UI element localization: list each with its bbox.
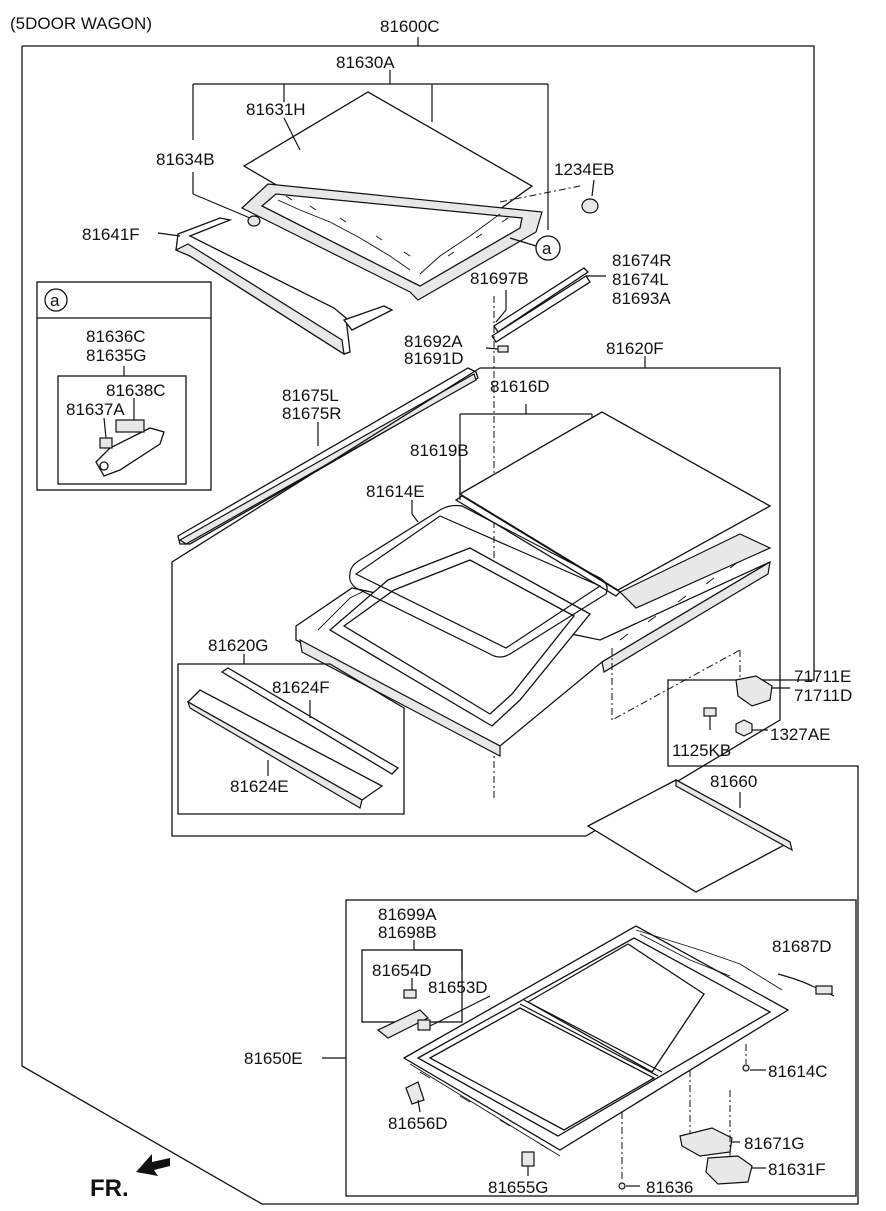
part-label-81637A[interactable]: 81637A <box>66 400 125 419</box>
part-label-1327AE[interactable]: 1327AE <box>770 725 831 744</box>
part-label-81674R[interactable]: 81674R <box>612 251 672 270</box>
part-label-81660[interactable]: 81660 <box>710 772 757 791</box>
part-label-81656D[interactable]: 81656D <box>388 1114 448 1133</box>
clip-81654D <box>403 989 417 999</box>
part-label-71711E[interactable]: 71711E <box>794 667 851 686</box>
part-label-1125KB[interactable]: 1125KB <box>672 741 731 760</box>
part-label-81697B[interactable]: 81697B <box>470 269 529 288</box>
part-label-81636[interactable]: 81636 <box>646 1178 693 1197</box>
inset-a-box <box>36 281 212 491</box>
grommet-1234EB <box>581 198 599 214</box>
screw-81636 <box>618 1182 626 1190</box>
part-label-81636C[interactable]: 81636C <box>86 327 146 346</box>
nut-1327AE <box>735 719 753 737</box>
part-label-81631H[interactable]: 81631H <box>246 100 306 119</box>
callout-a-marker: a <box>542 239 552 258</box>
inset-a-subbox <box>57 375 187 485</box>
part-label-81620G[interactable]: 81620G <box>208 636 269 655</box>
part-label-81675R[interactable]: 81675R <box>282 404 342 423</box>
part-label-81691D[interactable]: 81691D <box>404 349 464 368</box>
subassembly-outline-81620F <box>171 367 781 837</box>
part-label-81620F[interactable]: 81620F <box>606 339 664 358</box>
part-label-81600C[interactable]: 81600C <box>380 17 440 36</box>
box-81620G <box>177 663 405 815</box>
part-label-81687D[interactable]: 81687D <box>772 937 832 956</box>
clip-81638C <box>115 419 145 433</box>
clip-81692A <box>497 345 509 353</box>
part-label-81671G[interactable]: 81671G <box>744 1134 805 1153</box>
part-label-81699A[interactable]: 81699A <box>378 905 437 924</box>
cable-81687D <box>777 973 835 997</box>
front-direction-arrow-icon <box>136 1154 170 1176</box>
sunshade-81660 <box>586 779 792 893</box>
weatherstrip-81674 <box>493 267 590 333</box>
clip-81653D <box>417 1019 431 1031</box>
inset-a-marker: a <box>50 291 60 310</box>
bracket-81637A <box>95 427 165 477</box>
clip-81656D <box>405 1081 425 1105</box>
part-label-81614C[interactable]: 81614C <box>768 1062 828 1081</box>
part-label-81634B[interactable]: 81634B <box>156 150 215 169</box>
part-label-1234EB[interactable]: 1234EB <box>554 160 615 179</box>
assembly-outline-81600C <box>21 45 859 1205</box>
bolt-1125KB <box>703 707 717 717</box>
part-label-81653D[interactable]: 81653D <box>428 978 488 997</box>
front-indicator-label: FR. <box>90 1175 129 1202</box>
part-label-71711D[interactable]: 71711D <box>794 686 852 705</box>
part-label-81674L[interactable]: 81674L <box>612 270 669 289</box>
part-label-81616D[interactable]: 81616D <box>490 377 550 396</box>
glass-81616D <box>458 411 772 591</box>
part-label-81630A[interactable]: 81630A <box>336 53 395 72</box>
motor-81671G <box>679 1127 733 1157</box>
seal-81614E <box>349 504 608 658</box>
part-label-81614E[interactable]: 81614E <box>366 482 425 501</box>
clip-81634B <box>247 215 261 227</box>
part-label-81624E[interactable]: 81624E <box>230 777 289 796</box>
part-label-81693A[interactable]: 81693A <box>612 289 671 308</box>
screw-81614C <box>742 1064 750 1072</box>
part-label-81654D[interactable]: 81654D <box>372 961 432 980</box>
part-label-81692A[interactable]: 81692A <box>404 332 463 351</box>
callout-a-circle <box>535 235 561 261</box>
part-label-81638C[interactable]: 81638C <box>106 381 166 400</box>
weatherstrip-81624F <box>220 667 400 775</box>
part-label-81635G[interactable]: 81635G <box>86 346 147 365</box>
bracket-81698B <box>376 1009 430 1039</box>
part-label-81624F[interactable]: 81624F <box>272 678 330 697</box>
part-label-81698B[interactable]: 81698B <box>378 923 437 942</box>
clip-81655G <box>521 1151 535 1167</box>
page-title: (5DOOR WAGON) <box>10 14 152 33</box>
part-label-81650E[interactable]: 81650E <box>244 1049 303 1068</box>
motor-81631F <box>705 1155 753 1185</box>
part-label-81641F[interactable]: 81641F <box>82 225 140 244</box>
part-label-81675L[interactable]: 81675L <box>282 386 339 405</box>
part-label-81655G[interactable]: 81655G <box>488 1178 549 1197</box>
part-label-81631F[interactable]: 81631F <box>768 1160 826 1179</box>
part-label-81619B[interactable]: 81619B <box>410 441 469 460</box>
mechanism-box-81650E <box>345 899 857 1197</box>
bracket-71711E <box>735 675 773 707</box>
